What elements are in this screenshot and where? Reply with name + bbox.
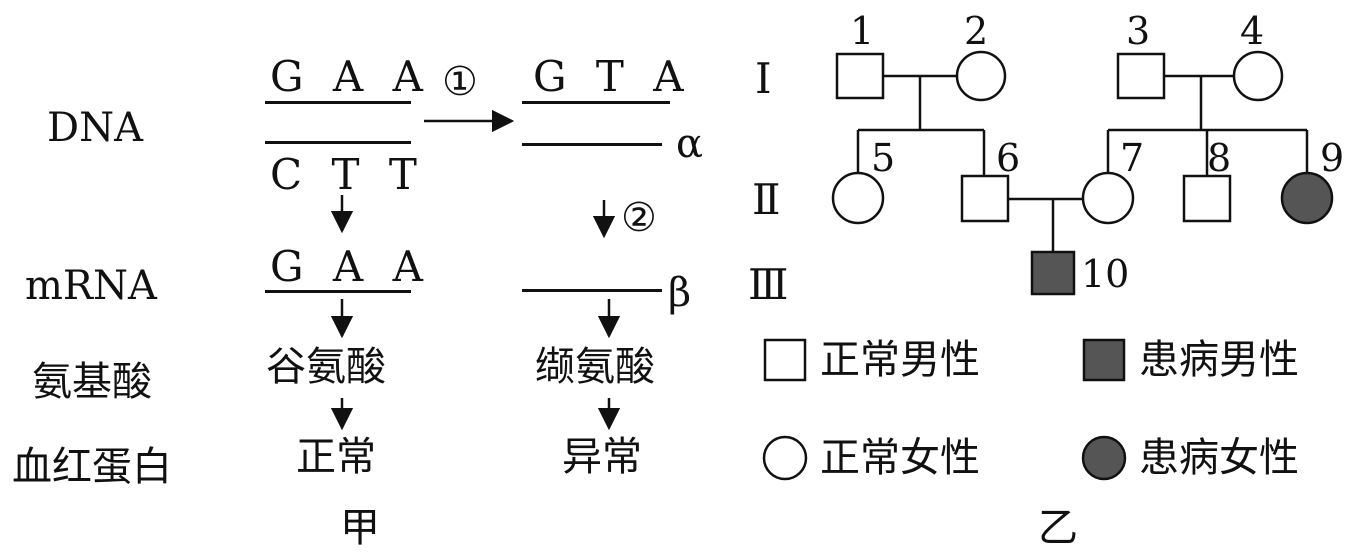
- generation-label-1: Ⅰ: [755, 54, 772, 103]
- mutant-amino-acid: 缬氨酸: [535, 344, 655, 390]
- normal-mrna-sequence: G A A: [270, 242, 431, 291]
- normal-mrna-line: [265, 290, 411, 293]
- mutant-strand-alpha-line: [522, 143, 662, 146]
- row-label-hemoglobin: 血红蛋白: [12, 444, 172, 490]
- legend-affected-male-icon: [1082, 338, 1126, 382]
- legend-affected-female-label: 患病女性: [1139, 435, 1299, 481]
- mutant-strand-beta-line: [522, 289, 662, 292]
- legend-normal-male-label: 正常男性: [820, 337, 980, 383]
- legend-normal-female-label: 正常女性: [820, 435, 980, 481]
- pedigree-individuals: [831, 50, 1334, 296]
- row-label-mrna: mRNA: [25, 263, 157, 309]
- generation-label-2: Ⅱ: [752, 175, 781, 224]
- legend-normal-male-icon: [763, 338, 807, 382]
- individual-number-1: 1: [850, 9, 875, 53]
- individual-4-normal-female: [1232, 50, 1284, 102]
- normal-dna-bottom-line: [265, 141, 411, 144]
- individual-7-normal-female: [1081, 171, 1135, 225]
- row-label-dna: DNA: [47, 105, 143, 151]
- row-label-amino-acid: 氨基酸: [32, 359, 152, 405]
- individual-number-9: 9: [1320, 136, 1345, 180]
- individual-number-10: 10: [1081, 252, 1130, 296]
- individual-number-5: 5: [871, 136, 896, 180]
- individual-number-6: 6: [996, 136, 1021, 180]
- strand-alpha-label: α: [676, 121, 704, 167]
- normal-dna-top-strand: G A A: [270, 52, 431, 101]
- individual-9-affected-female: [1280, 171, 1334, 225]
- individual-number-7: 7: [1120, 136, 1145, 180]
- panel-caption-yi: 乙: [1038, 505, 1078, 551]
- legend-affected-male-label: 患病男性: [1139, 337, 1299, 383]
- generation-label-3: Ⅲ: [748, 260, 789, 309]
- arrows: [330, 109, 621, 431]
- mutant-dna-top-strand: G T A: [533, 52, 692, 101]
- individual-number-4: 4: [1240, 9, 1265, 53]
- pedigree-lines: [856, 74, 1309, 252]
- legend-symbols: [762, 338, 1127, 481]
- individual-number-3: 3: [1126, 9, 1151, 53]
- normal-dna-top-line: [265, 101, 411, 104]
- step-2-marker: ②: [621, 195, 657, 241]
- individual-10-affected-male: [1030, 250, 1076, 296]
- panel-caption-jia: 甲: [340, 505, 380, 551]
- individual-6-normal-male: [960, 174, 1010, 223]
- legend-affected-female-icon: [1081, 435, 1127, 481]
- normal-amino-acid: 谷氨酸: [266, 344, 386, 390]
- individual-number-8: 8: [1207, 136, 1232, 180]
- mutant-dna-top-line: [522, 101, 670, 104]
- legend-normal-female-icon: [762, 435, 808, 481]
- individual-1-normal-male: [835, 52, 885, 100]
- normal-hemoglobin: 正常: [296, 434, 376, 480]
- individual-3-normal-male: [1116, 52, 1166, 100]
- strand-beta-label: β: [668, 270, 692, 316]
- normal-dna-bottom-strand: C T T: [270, 150, 425, 199]
- step-1-marker: ①: [442, 59, 478, 105]
- individual-5-normal-female: [831, 171, 885, 225]
- individual-2-normal-female: [955, 50, 1007, 102]
- mutant-hemoglobin: 异常: [562, 434, 642, 480]
- individual-8-normal-male: [1182, 174, 1232, 223]
- individual-number-2: 2: [964, 9, 989, 53]
